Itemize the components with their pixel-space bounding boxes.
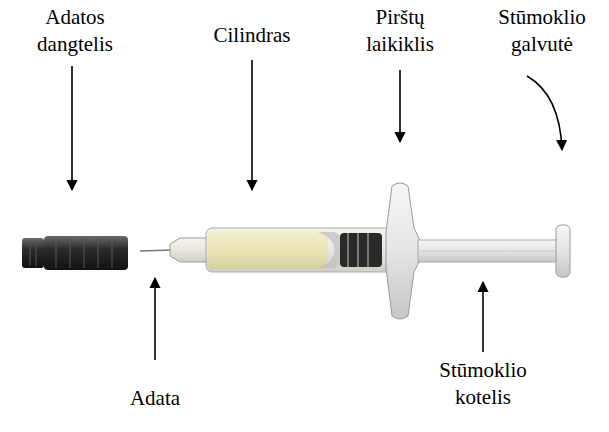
part-label: Adatos dangtelis [15,4,135,58]
syringe-barrel [206,228,396,272]
plunger-head [556,225,570,277]
leader-arrows [72,60,562,360]
part-label: Pirštų laikiklis [345,4,455,58]
needle-cap [22,236,128,270]
plunger-rod [418,240,560,262]
part-label: Cilindras [172,22,332,49]
needle [140,250,172,251]
part-label: Stūmoklio galvutė [482,4,602,58]
part-label: Adata [95,385,215,412]
part-label: Stūmoklio kotelis [423,357,543,411]
needle-hub [170,238,208,262]
finger-flange [386,183,420,319]
